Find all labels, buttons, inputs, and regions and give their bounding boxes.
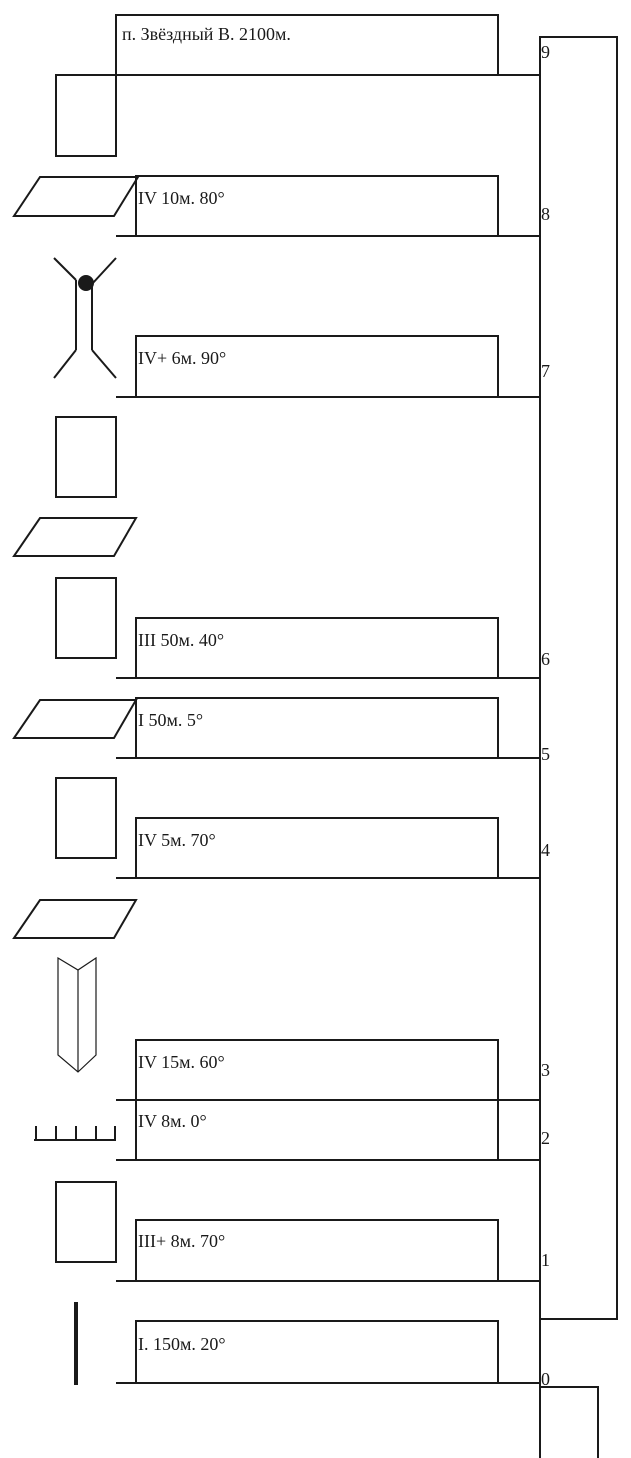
rock-rectangle-icon — [55, 777, 117, 859]
pitch-label: IV 8м. 0° — [138, 1111, 207, 1131]
slab-parallelogram-icon — [12, 176, 140, 217]
ridge-comb-icon — [34, 1126, 116, 1141]
pitch-label: III+ 8м. 70° — [138, 1231, 225, 1251]
rock-rectangle-icon — [55, 74, 117, 157]
station-number: 8 — [541, 204, 550, 224]
slab-parallelogram-icon — [12, 699, 138, 739]
pitch-label: IV 15м. 60° — [138, 1052, 225, 1072]
station-number: 7 — [541, 361, 550, 381]
chimney-person-icon — [53, 257, 117, 379]
slab-parallelogram-icon — [12, 517, 138, 557]
pitch-label: IV+ 6м. 90° — [138, 348, 226, 368]
pitch-label: I. 150м. 20° — [138, 1334, 226, 1354]
station-number: 2 — [541, 1128, 550, 1148]
station-number: 9 — [541, 42, 550, 62]
elevation-column-stub-right — [540, 1386, 599, 1458]
station-number: 6 — [541, 649, 550, 669]
summit-label: п. Звёздный В. 2100м. — [122, 24, 291, 44]
elevation-column — [539, 36, 618, 1320]
dihedral-corner-icon — [57, 956, 97, 1073]
pitch-label: IV 10м. 80° — [138, 188, 225, 208]
station-number: 1 — [541, 1250, 550, 1270]
rock-rectangle-icon — [55, 577, 117, 659]
station-number: 3 — [541, 1060, 550, 1080]
station-number: 5 — [541, 744, 550, 764]
station-number: 4 — [541, 840, 550, 860]
station-number: 0 — [541, 1369, 550, 1389]
slab-parallelogram-icon — [12, 899, 138, 939]
rock-rectangle-icon — [55, 416, 117, 498]
pitch-label: III 50м. 40° — [138, 630, 224, 650]
rock-rectangle-icon — [55, 1181, 117, 1263]
pitch-label: IV 5м. 70° — [138, 830, 216, 850]
pitch-label: I 50м. 5° — [138, 710, 203, 730]
